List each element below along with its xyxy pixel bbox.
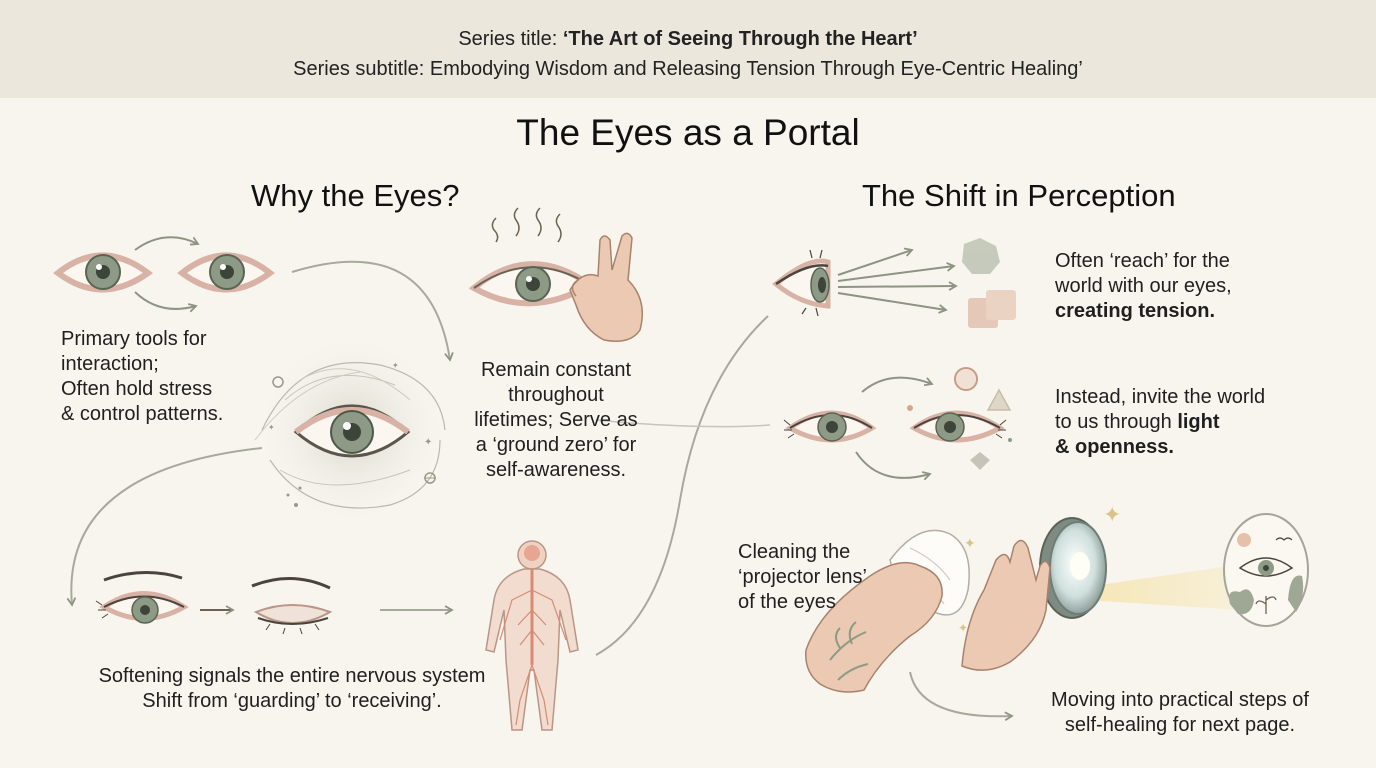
eye-icon <box>95 570 189 624</box>
projector-lens-icon <box>1039 517 1107 619</box>
caption-line: Often ‘reach’ for the <box>1055 250 1230 272</box>
caption-line: of the eyes <box>738 591 836 613</box>
nervous-system-figure-icon <box>485 540 579 731</box>
eye-icon <box>53 252 154 293</box>
reaching-eye-icon <box>772 249 831 317</box>
plant-icon <box>1223 513 1309 627</box>
closed-eye-icon <box>251 577 333 635</box>
sparkle-icon: ✦ <box>1103 502 1121 527</box>
caption-line: Remain constant <box>480 359 632 381</box>
series-subtitle: Series subtitle: Embodying Wisdom and Re… <box>0 58 1376 81</box>
caption-primary-tools: Primary tools for interaction; Often hol… <box>61 327 223 427</box>
sparkle-icon: ✦ <box>958 621 968 635</box>
caption-next-page: Moving into practical steps of self-heal… <box>1024 688 1336 738</box>
hand-icon <box>569 232 643 342</box>
caption-line: self-awareness. <box>485 459 627 481</box>
caption-line: & control patterns. <box>61 403 224 425</box>
caption-emphasis: creating tension. <box>1055 300 1216 322</box>
eye-icon <box>783 410 877 443</box>
caption-line: Cleaning the <box>738 541 851 563</box>
series-subtitle-label: Series subtitle: <box>293 58 425 80</box>
caption-remain-constant: Remain constant throughout lifetimes; Se… <box>458 358 654 483</box>
hand-icon <box>961 539 1051 671</box>
blurred-object-icon <box>962 238 1016 328</box>
header-band <box>0 0 1376 98</box>
caption-line: Often hold stress <box>61 378 213 400</box>
hand-icon <box>805 561 943 693</box>
caption-line: & openness. <box>1055 435 1265 460</box>
caption-line: creating tension. <box>1055 299 1232 324</box>
sparkle-icon: ✦ <box>964 535 976 551</box>
page-title: The Eyes as a Portal <box>516 112 860 153</box>
section-title-shift-perception: The Shift in Perception <box>862 178 1176 213</box>
caption-line: Instead, invite the world <box>1055 386 1266 408</box>
caption-emphasis: light <box>1177 411 1220 433</box>
caption-line: to us through light <box>1055 410 1265 435</box>
caption-line: self-healing for next page. <box>1064 714 1296 736</box>
section-title-why-eyes: Why the Eyes? <box>251 178 460 213</box>
caption-line: Softening signals the entire nervous sys… <box>98 665 486 687</box>
caption-line: throughout <box>508 384 604 406</box>
caption-line: world with our eyes, <box>1055 275 1232 297</box>
series-title-text: ‘The Art of Seeing Through the Heart’ <box>562 28 918 50</box>
caption-line: Shift from ‘guarding’ to ‘receiving’. <box>142 690 442 712</box>
cosmic-eye-icon: ✦ ✦ ✦ <box>252 330 452 530</box>
caption-line: Primary tools for <box>61 328 207 350</box>
svg-text:✦: ✦ <box>392 361 399 370</box>
caption-line: Moving into practical steps of <box>1051 689 1309 711</box>
caption-invite: Instead, invite the world to us through … <box>1055 385 1265 460</box>
eye-icon <box>909 410 1007 443</box>
circle-shape-icon <box>954 367 978 391</box>
caption-line: interaction; <box>61 353 159 375</box>
caption-text: to us through <box>1055 411 1178 433</box>
series-subtitle-text: Embodying Wisdom and Releasing Tension T… <box>429 58 1083 80</box>
eye-icon <box>177 252 275 293</box>
caption-line: ‘projector lens’ <box>738 566 867 588</box>
caption-reach: Often ‘reach’ for the world with our eye… <box>1055 249 1232 324</box>
triangle-shape-icon <box>986 388 1012 411</box>
caption-cleaning-lens: Cleaning the ‘projector lens’ of the eye… <box>738 540 867 615</box>
series-title-label: Series title: <box>458 28 558 50</box>
svg-text:✦: ✦ <box>424 437 432 448</box>
series-title: Series title: ‘The Art of Seeing Through… <box>0 28 1376 51</box>
caption-softening: Softening signals the entire nervous sys… <box>70 664 514 714</box>
diamond-shape-icon <box>970 452 990 470</box>
caption-emphasis: & openness. <box>1055 436 1174 458</box>
caption-line: lifetimes; Serve as <box>474 409 638 431</box>
caption-line: a ‘ground zero’ for <box>475 434 637 456</box>
svg-text:✦: ✦ <box>268 423 275 432</box>
